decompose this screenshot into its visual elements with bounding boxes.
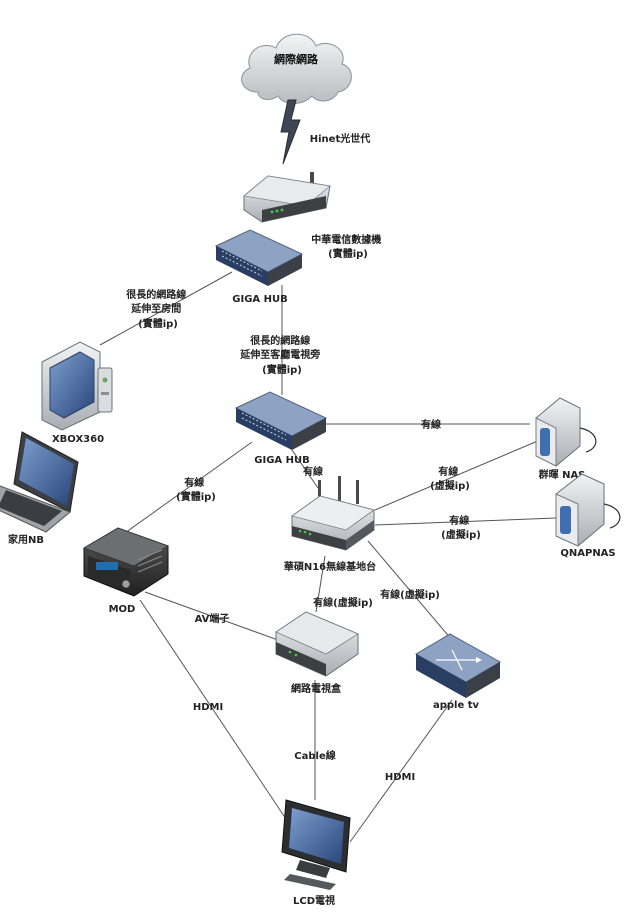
node-mod: MOD bbox=[83, 527, 169, 615]
node-netbox: 網路電視盒 bbox=[275, 611, 359, 695]
link-label-hub2-router: 有線 bbox=[303, 465, 323, 478]
xbox-console-icon bbox=[41, 341, 113, 431]
node-label-netbox: 網路電視盒 bbox=[291, 682, 342, 695]
node-nas2: QNAPNAS bbox=[555, 473, 621, 559]
node-label-router: 華碩N16無線基地台 bbox=[284, 560, 376, 573]
lightning-bolt-icon bbox=[280, 99, 301, 165]
link-label-router-nas2: 有線 (虛擬ip) bbox=[441, 514, 481, 541]
node-internet: 網際網路 bbox=[241, 33, 352, 104]
node-modem: 中華電信數據機 (實體ip) bbox=[243, 172, 384, 260]
node-router: 華碩N16無線基地台 bbox=[284, 476, 376, 573]
node-xbox: XBOX360 bbox=[41, 341, 113, 445]
nas-icon bbox=[555, 473, 621, 547]
modem-icon bbox=[243, 172, 331, 223]
node-hinet: Hinet光世代 bbox=[280, 99, 370, 165]
switch-icon bbox=[234, 391, 328, 450]
link-router-nas2 bbox=[374, 517, 557, 526]
node-label-xbox: XBOX360 bbox=[52, 434, 104, 445]
link-label-mod-tv: HDMI bbox=[193, 702, 223, 713]
node-label-hinet: Hinet光世代 bbox=[310, 132, 370, 145]
switch-icon bbox=[214, 229, 304, 286]
node-label-tv: LCD電視 bbox=[293, 894, 335, 907]
node-hub1: GIGA HUB bbox=[214, 229, 304, 305]
link-label-router-nas1: 有線 (虛擬ip) bbox=[430, 465, 470, 492]
nas-icon bbox=[535, 397, 597, 467]
settop-box-icon bbox=[275, 611, 359, 677]
link-label-hub1-xbox: 很長的網路線 延伸至房間 (實體ip) bbox=[125, 288, 189, 330]
link-label-appletv-tv: HDMI bbox=[385, 772, 415, 783]
switch-icon bbox=[414, 633, 502, 698]
node-label-hub2: GIGA HUB bbox=[254, 455, 309, 466]
node-tv: LCD電視 bbox=[281, 799, 351, 907]
node-label-mod: MOD bbox=[109, 604, 136, 615]
link-router-netbox bbox=[315, 555, 326, 613]
link-router-nas1 bbox=[374, 439, 541, 511]
link-hub2-mod bbox=[117, 441, 253, 539]
cloud-icon bbox=[241, 33, 352, 104]
link-label-hub2-mod: 有線 (實體ip) bbox=[176, 476, 216, 503]
link-mod-netbox bbox=[144, 591, 279, 641]
tv-icon bbox=[281, 799, 351, 890]
node-hub2: GIGA HUB bbox=[234, 391, 328, 466]
link-labels: 很長的網路線 延伸至房間 (實體ip) 很長的網路線 延伸至客廳電視旁 (實體i… bbox=[125, 288, 481, 783]
node-label-nas2: QNAPNAS bbox=[560, 548, 615, 559]
link-label-router-appletv: 有線(虛擬ip) bbox=[380, 588, 440, 601]
node-laptop: 家用NB bbox=[0, 431, 79, 546]
link-hub2-router bbox=[289, 446, 319, 489]
link-appletv-tv bbox=[349, 699, 453, 843]
node-label-hub1: GIGA HUB bbox=[232, 294, 287, 305]
laptop-icon bbox=[0, 431, 79, 533]
link-label-hub1-hub2: 很長的網路線 延伸至客廳電視旁 (實體ip) bbox=[239, 334, 323, 376]
node-appletv: apple tv bbox=[414, 633, 502, 711]
link-label-netbox-tv: Cable線 bbox=[294, 749, 335, 762]
node-nas1: 群暉 NAS bbox=[535, 397, 597, 481]
node-label-modem: 中華電信數據機 (實體ip) bbox=[311, 233, 384, 260]
link-label-mod-netbox: AV端子 bbox=[195, 612, 230, 625]
links bbox=[99, 271, 557, 843]
node-label-internet: 網際網路 bbox=[274, 52, 319, 66]
node-label-laptop: 家用NB bbox=[8, 533, 44, 546]
wireless-router-icon bbox=[291, 476, 375, 551]
settop-box-icon bbox=[83, 527, 169, 597]
link-label-router-netbox: 有線(虛擬ip) bbox=[313, 596, 373, 609]
link-label-hub2-nas1: 有線 bbox=[421, 418, 441, 431]
link-hub1-xbox bbox=[99, 271, 233, 346]
link-router-appletv bbox=[367, 540, 453, 641]
node-label-nas1: 群暉 NAS bbox=[539, 468, 586, 481]
node-label-appletv: apple tv bbox=[433, 700, 480, 711]
link-mod-tv bbox=[139, 599, 291, 826]
